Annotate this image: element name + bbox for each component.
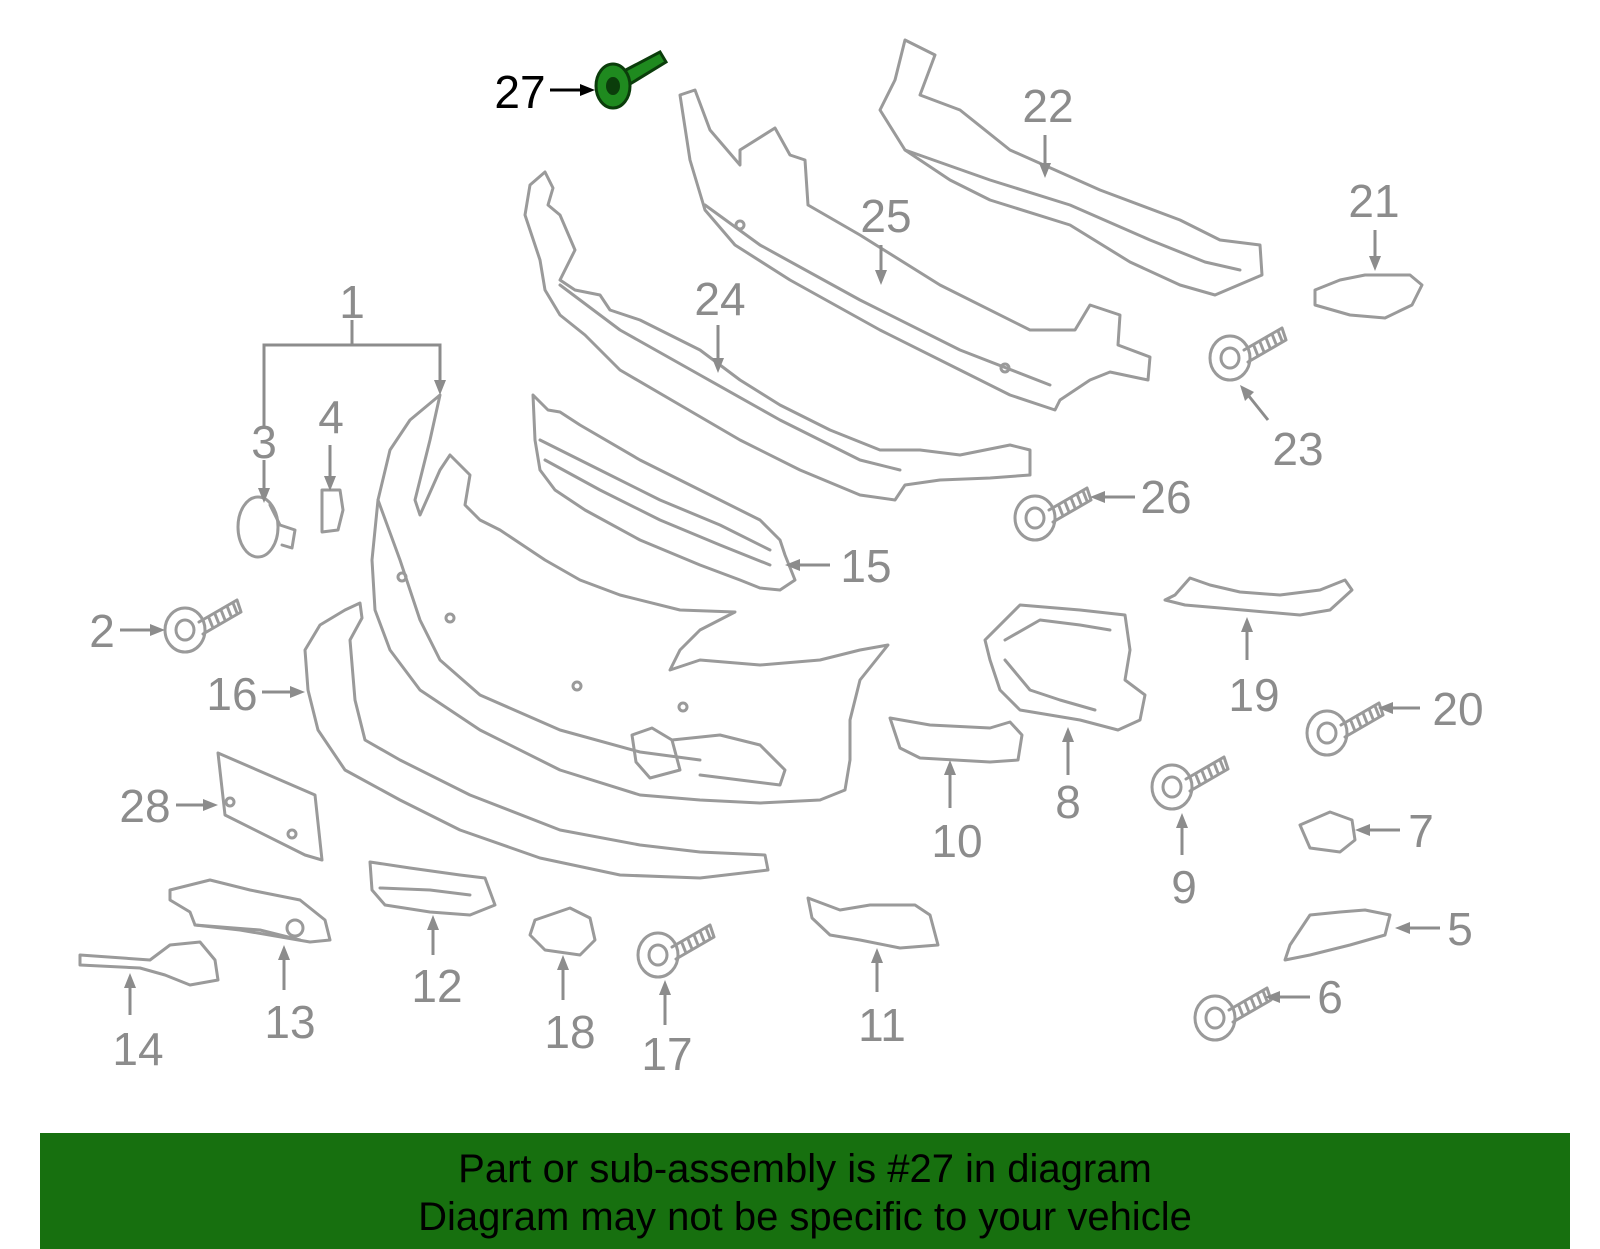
callout-6: 6 — [1317, 971, 1343, 1023]
part-26-bolt — [1013, 486, 1093, 542]
banner-line-1: Part or sub-assembly is #27 in diagram — [458, 1147, 1152, 1191]
part-19-shape — [1163, 576, 1354, 617]
part-16-lip — [303, 601, 770, 880]
part-4-shape — [320, 488, 345, 534]
callout-20: 20 — [1432, 683, 1483, 735]
part-24-shape — [523, 170, 1032, 502]
callout-23: 23 — [1272, 423, 1323, 475]
part-18-shape — [528, 906, 597, 957]
banner-line-2: Diagram may not be specific to your vehi… — [418, 1195, 1192, 1239]
callout-15: 15 — [840, 540, 891, 592]
callout-5: 5 — [1447, 903, 1473, 955]
info-banner: Part or sub-assembly is #27 in diagram D… — [40, 1133, 1570, 1249]
part-5-shape — [1283, 908, 1392, 962]
part-12-shape — [368, 860, 497, 917]
callout-27: 27 — [494, 66, 545, 118]
part-11-shape — [806, 896, 940, 950]
part-15-shape — [531, 393, 797, 592]
part-3-shape — [236, 495, 280, 559]
callout-25: 25 — [860, 190, 911, 242]
callout-16: 16 — [206, 668, 257, 720]
callout-7: 7 — [1408, 805, 1434, 857]
part-14-shape — [78, 940, 220, 987]
part-20-bolt — [1305, 701, 1385, 757]
callout-19: 19 — [1228, 669, 1279, 721]
part-17-bolt — [636, 923, 716, 979]
callout-4: 4 — [318, 391, 344, 443]
callout-9: 9 — [1171, 861, 1197, 913]
part-9-bolt — [1150, 755, 1230, 811]
part-21-shape — [1313, 273, 1424, 320]
part-25-shape — [678, 88, 1152, 412]
callout-10: 10 — [931, 815, 982, 867]
callout-24: 24 — [694, 273, 745, 325]
part-6-bolt — [1193, 986, 1273, 1042]
part-2-bolt — [163, 598, 243, 654]
part-27-bolt-highlighted — [594, 50, 669, 110]
callout-14: 14 — [112, 1023, 163, 1075]
part-13-shape — [168, 878, 332, 944]
callout-22: 22 — [1022, 80, 1073, 132]
part-10-shape — [888, 716, 1024, 764]
callout-13: 13 — [264, 996, 315, 1048]
callout-26: 26 — [1140, 471, 1191, 523]
part-1-bumper-cover — [370, 393, 890, 805]
part-23-bolt — [1208, 326, 1288, 382]
callout-18: 18 — [544, 1006, 595, 1058]
callout-1: 1 — [339, 276, 365, 328]
callout-11: 11 — [858, 999, 906, 1051]
callout-28: 28 — [119, 780, 170, 832]
callout-labels: 1 2 3 4 5 6 7 8 9 10 11 12 13 14 15 16 1… — [89, 66, 1483, 1080]
leader-lines — [120, 84, 1440, 1025]
callout-3: 3 — [251, 416, 277, 468]
callout-21: 21 — [1348, 175, 1399, 227]
part-7-shape — [1298, 810, 1357, 854]
callout-8: 8 — [1055, 776, 1081, 828]
callout-2: 2 — [89, 605, 115, 657]
callout-12: 12 — [411, 960, 462, 1012]
part-28-plate — [216, 751, 324, 862]
part-8-shape — [983, 603, 1147, 732]
callout-17: 17 — [641, 1028, 692, 1080]
part-22-shape — [878, 38, 1264, 297]
